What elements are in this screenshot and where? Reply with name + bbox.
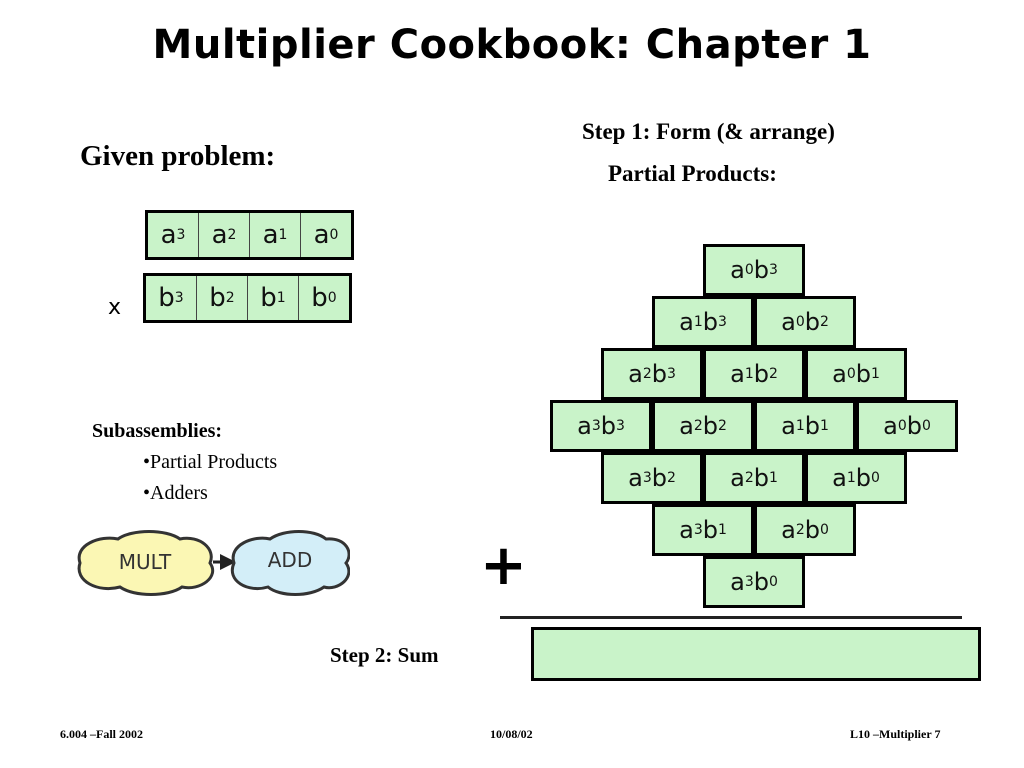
add-label: ADD [268,548,312,572]
step1-label: Step 1: Form (& arrange) [582,119,835,144]
mult-cloud [77,530,214,596]
slide-title: Multiplier Cookbook: Chapter 1 [152,22,872,68]
add-cloud [230,530,350,596]
sum-line [500,616,962,619]
mult-add-flow-diagram: MULT ADD [77,530,350,596]
subassembly-item-partial-products: •Partial Products [143,451,278,473]
footer-slide-number: L10 –Multiplier 7 [850,727,941,741]
partial-products-label: Partial Products: [608,161,777,186]
given-problem-label: Given problem: [80,140,276,172]
subassembly-item-adders: •Adders [143,482,208,504]
times-sign: x [108,295,122,320]
step2-label: Step 2: Sum [330,643,439,667]
footer-date: 10/08/02 [490,727,533,741]
mult-label: MULT [119,550,172,574]
subassemblies-heading: Subassemblies: [92,420,223,442]
plus-sign: + [480,533,527,598]
sum-result-box [531,627,981,681]
footer-course: 6.004 –Fall 2002 [60,727,143,741]
flow-arrow-head [220,554,236,570]
